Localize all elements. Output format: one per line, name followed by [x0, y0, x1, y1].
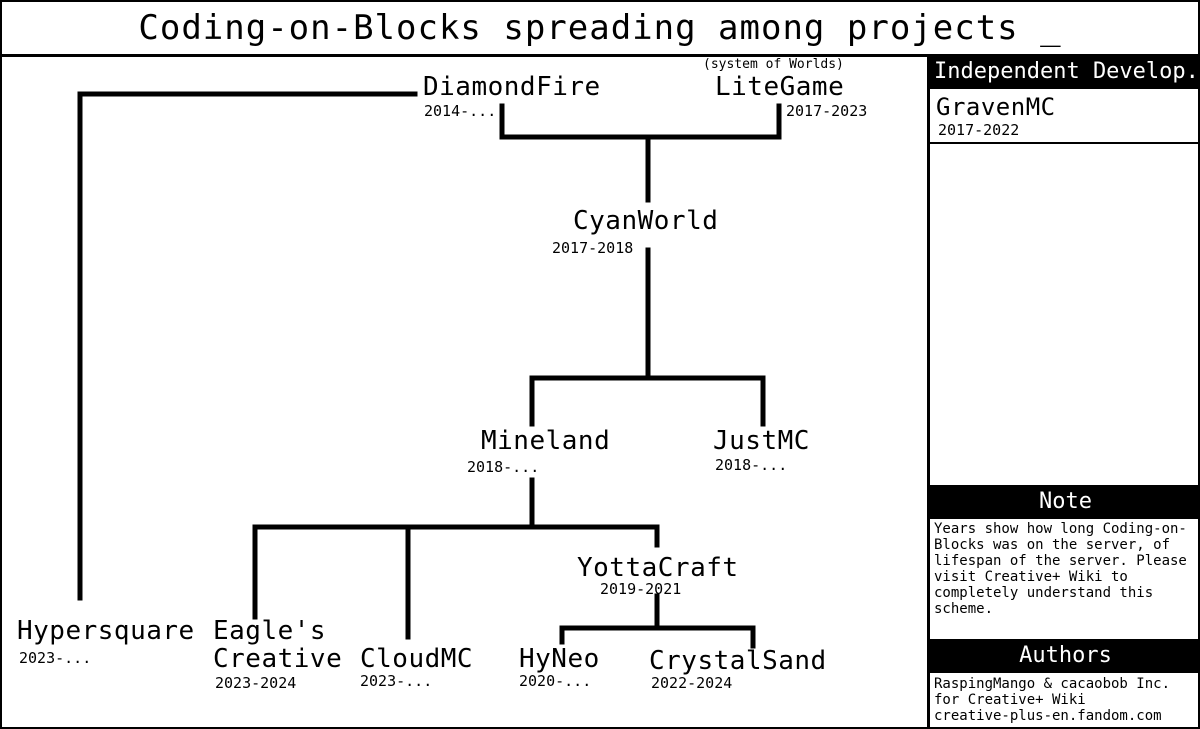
node-justmc: JustMC	[713, 426, 810, 456]
connector-top-merge	[499, 103, 782, 140]
node-diamondfire-years: 2014-...	[424, 102, 497, 120]
node-yottacraft-years: 2019-2021	[600, 580, 682, 598]
node-eagles-creative-line2: Creative	[213, 644, 343, 674]
node-crystalsand: CrystalSand	[649, 646, 827, 676]
note-header: Note	[930, 485, 1200, 519]
connector-mineland-justmc	[529, 375, 766, 427]
node-diamondfire: DiamondFire	[423, 72, 601, 102]
node-crystalsand-years: 2022-2024	[651, 674, 733, 692]
independent-item-years: 2017-2022	[938, 121, 1020, 139]
node-yottacraft: YottaCraft	[577, 553, 739, 583]
node-cloudmc-years: 2023-...	[360, 672, 433, 690]
node-hypersquare-years: 2023-...	[19, 649, 92, 667]
node-mineland-years: 2018-...	[467, 458, 540, 476]
title-text: Coding-on-Blocks spreading among project…	[138, 8, 1019, 48]
node-hyneo: HyNeo	[519, 644, 600, 674]
authors-site: creative-plus-en.fandom.com	[934, 708, 1162, 724]
tree-connectors	[77, 91, 782, 649]
independent-item-name: GravenMC	[936, 93, 1056, 121]
page-title: Coding-on-Blocks spreading among project…	[2, 2, 1198, 57]
node-eagles-creative-line1: Eagle's	[213, 616, 327, 646]
node-eagles-creative-years: 2023-2024	[215, 674, 297, 692]
connector-mineland-children	[252, 524, 660, 620]
connector-yottacraft-children	[559, 625, 756, 649]
authors-text: RaspingMango & cacaobob Inc. for Creativ…	[934, 676, 1171, 708]
connector-hypersquare	[77, 91, 418, 601]
node-mineland: Mineland	[481, 426, 611, 456]
node-litegame-subtitle: (system of Worlds)	[703, 57, 844, 72]
node-litegame: LiteGame	[715, 72, 845, 102]
node-justmc-years: 2018-...	[715, 456, 788, 474]
sidebar-divider	[930, 142, 1200, 144]
node-cyanworld-years: 2017-2018	[552, 239, 634, 257]
node-hypersquare: Hypersquare	[17, 616, 195, 646]
node-hyneo-years: 2020-...	[519, 672, 592, 690]
authors-header: Authors	[930, 639, 1200, 673]
node-cloudmc: CloudMC	[360, 644, 474, 674]
node-litegame-years: 2017-2023	[786, 102, 868, 120]
sidebar: Independent Develop. GravenMC 2017-2022 …	[927, 55, 1200, 729]
independent-header: Independent Develop.	[930, 55, 1200, 89]
title-cursor: _	[1040, 8, 1062, 48]
node-cyanworld: CyanWorld	[573, 206, 719, 236]
note-text: Years show how long Coding-on-Blocks was…	[934, 521, 1187, 617]
